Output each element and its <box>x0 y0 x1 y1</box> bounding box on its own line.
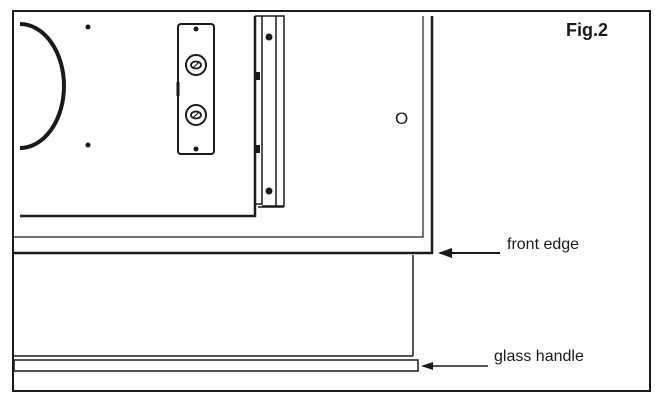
glass-handle-callout: glass handle <box>421 348 584 370</box>
side-rail <box>255 15 285 208</box>
front-edge-callout: front edge <box>438 236 579 258</box>
figure-frame <box>12 10 651 392</box>
glass-handle-label: glass handle <box>494 348 584 365</box>
figure-title: Fig.2 <box>566 20 608 40</box>
arrow-left-icon <box>421 362 433 370</box>
screw-icon <box>185 54 207 76</box>
panel-marking: O <box>395 109 408 128</box>
glass-handle-strip <box>13 355 419 372</box>
inner-unit-box <box>20 16 257 218</box>
flue-opening <box>19 22 91 150</box>
screw-icon <box>185 104 207 126</box>
cover-panel <box>14 16 434 255</box>
front-edge-label: front edge <box>507 236 579 253</box>
arrow-left-icon <box>438 248 452 258</box>
screw-bracket <box>176 23 215 155</box>
